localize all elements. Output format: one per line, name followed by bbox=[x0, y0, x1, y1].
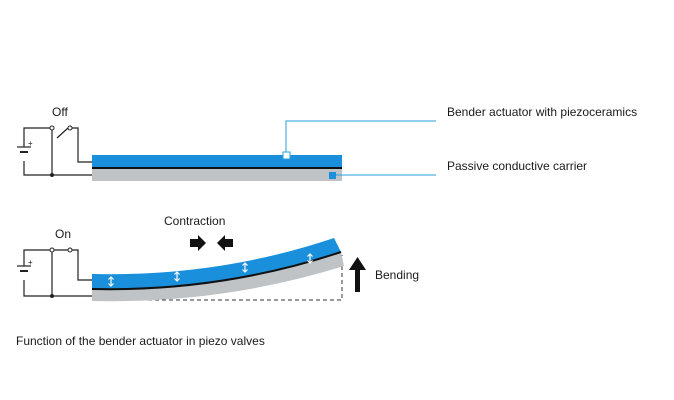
off-carrier-layer bbox=[92, 168, 342, 181]
bending-arrow-icon bbox=[349, 257, 366, 292]
actuator-label: Bender actuator with piezoceramics bbox=[447, 105, 637, 119]
actuator-marker bbox=[282, 151, 291, 160]
original-position-outline bbox=[92, 255, 343, 301]
off-label: Off bbox=[52, 105, 68, 119]
off-circuit bbox=[17, 127, 92, 176]
on-switch-contact-right bbox=[67, 247, 73, 253]
contraction-indicator-icon bbox=[108, 276, 114, 287]
contraction-indicator-icon bbox=[307, 253, 313, 264]
on-electrode-line bbox=[91, 251, 342, 291]
off-state: + Off Bender actuator with piezoceramics… bbox=[17, 105, 637, 181]
on-state: + On bbox=[17, 214, 419, 302]
on-circuit-wire-left bbox=[23, 249, 52, 266]
on-circuit bbox=[17, 249, 92, 297]
contraction-arrows-icon bbox=[190, 235, 233, 251]
actuator-leader-line bbox=[285, 120, 436, 152]
carrier-label: Passive conductive carrier bbox=[447, 159, 587, 173]
on-battery-plus: + bbox=[28, 258, 33, 267]
on-label: On bbox=[55, 227, 71, 241]
on-circuit-wire-right bbox=[70, 249, 92, 281]
contraction-indicator-icon bbox=[174, 271, 180, 282]
off-switch-contact-right bbox=[67, 125, 73, 131]
on-piezo-layer bbox=[92, 238, 341, 290]
contraction-label: Contraction bbox=[164, 214, 225, 228]
contraction-indicators bbox=[108, 253, 313, 287]
figure-caption: Function of the bender actuator in piezo… bbox=[16, 334, 265, 348]
on-circuit-wire-bottom bbox=[23, 280, 92, 297]
off-piezo-layer bbox=[92, 155, 342, 168]
off-circuit-wire-bottom bbox=[23, 161, 92, 176]
on-switch-contact-left bbox=[49, 247, 55, 253]
off-circuit-wire-right bbox=[70, 127, 92, 163]
off-junction-dot bbox=[50, 173, 54, 177]
off-circuit-wire-left bbox=[23, 127, 52, 147]
off-switch-contact-left bbox=[49, 125, 55, 131]
bending-label: Bending bbox=[375, 268, 419, 282]
off-switch-blade bbox=[56, 127, 69, 139]
on-carrier-layer bbox=[92, 252, 344, 302]
carrier-marker bbox=[329, 172, 336, 179]
on-junction-dot bbox=[50, 294, 54, 298]
contraction-indicator-icon bbox=[242, 262, 248, 273]
off-battery-plus: + bbox=[28, 139, 33, 148]
